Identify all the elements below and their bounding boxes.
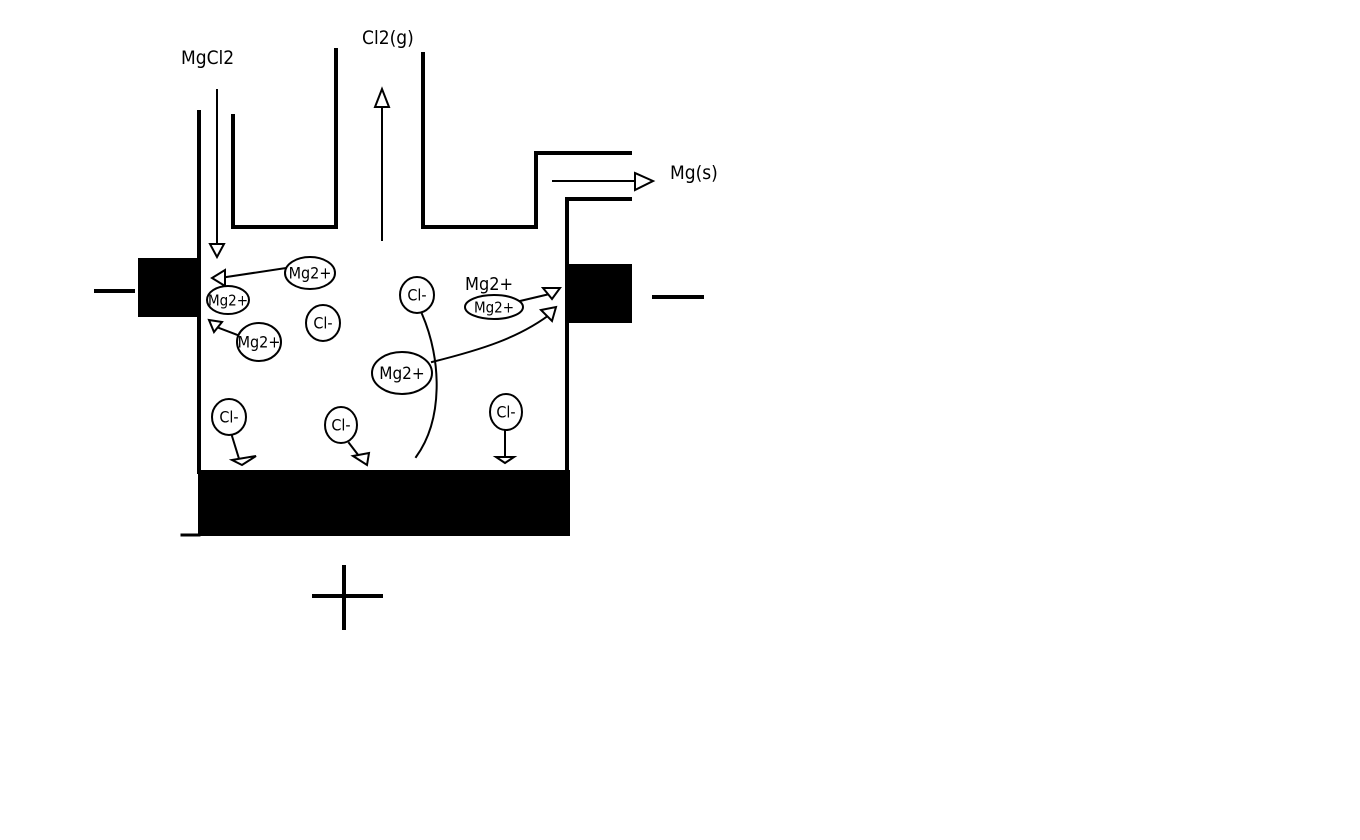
- flow-arrows: [208, 86, 656, 260]
- lid-left-section: [231, 48, 338, 229]
- ion-label: Mg2+: [238, 333, 281, 352]
- path-mg-to-right-cathode-1: [430, 310, 555, 364]
- path-mg-to-left-cathode-1: [218, 266, 288, 280]
- arrowhead-mg-4: [540, 287, 562, 301]
- path-cl-to-anode-curve: [414, 312, 438, 459]
- arrowhead-cl-3: [492, 456, 518, 465]
- cl-ion: Cl-: [399, 276, 435, 314]
- ion-outline: [236, 322, 282, 362]
- ions-layer: Mg2+ Mg2+ Mg2+ Cl- Cl- Mg2+ Mg2+ Cl- Cl- Cl-: [206, 256, 524, 444]
- mg-ion: Mg2+: [371, 351, 433, 395]
- lid-right-section: [421, 52, 632, 229]
- ion-label: Cl-: [496, 403, 515, 422]
- ion-label: Cl-: [331, 416, 350, 435]
- ion-outline: [211, 398, 247, 436]
- mg-ion: Mg2+: [284, 256, 336, 290]
- mg-ion: Mg2+: [464, 294, 524, 320]
- ion-outline: [489, 393, 523, 431]
- path-cl-down-1: [230, 434, 242, 464]
- ion-outline: [305, 304, 341, 342]
- cl2-gas-label: Cl2(g): [362, 27, 414, 49]
- arrowhead-mg-1: [210, 268, 226, 288]
- arrowhead-mg-2: [207, 318, 224, 334]
- ion-outline: [206, 285, 250, 315]
- mg-solid-label: Mg(s): [670, 162, 718, 184]
- ion-label: Cl-: [219, 408, 238, 427]
- ion-paths: [207, 266, 562, 467]
- ion-outline: [464, 294, 524, 320]
- mgcl2-input-label: MgCl2: [181, 47, 234, 69]
- ion-label: Mg2+: [208, 291, 248, 309]
- arrowhead-cl-1: [228, 455, 257, 467]
- mg-ion: Mg2+: [236, 322, 282, 362]
- arrowhead-mg-3: [538, 305, 558, 323]
- ion-outline: [399, 276, 435, 314]
- electrolytic-cell: [197, 48, 632, 474]
- electrodes: [138, 258, 632, 537]
- cathode-right: [567, 264, 632, 323]
- mg-outlet-lower: [565, 197, 632, 202]
- cathode-left: [138, 258, 199, 317]
- ion-label: Cl-: [313, 314, 332, 333]
- mgcl2-feed-arrowhead: [208, 243, 226, 260]
- mg-output-arrowhead: [634, 171, 656, 192]
- cl2-gas-arrowhead: [373, 86, 391, 108]
- cl-ion: Cl-: [305, 304, 341, 342]
- cl-ion: Cl-: [324, 406, 358, 444]
- ion-label: Mg2+: [379, 364, 424, 384]
- cl-ion: Cl-: [489, 393, 523, 431]
- ion-label: Mg2+: [289, 264, 332, 283]
- anode-bottom: [198, 470, 570, 536]
- ion-outline: [324, 406, 358, 444]
- arrowhead-cl-2: [350, 451, 371, 467]
- electrode-signs: [94, 289, 704, 630]
- mg-ion-floating-label: Mg2+: [465, 274, 513, 295]
- cl-ion: Cl-: [211, 398, 247, 436]
- ion-outline: [371, 351, 433, 395]
- ion-label: Mg2+: [474, 298, 514, 316]
- mg-ion: Mg2+: [206, 285, 250, 315]
- ion-outline: [284, 256, 336, 290]
- ion-label: Cl-: [407, 286, 426, 305]
